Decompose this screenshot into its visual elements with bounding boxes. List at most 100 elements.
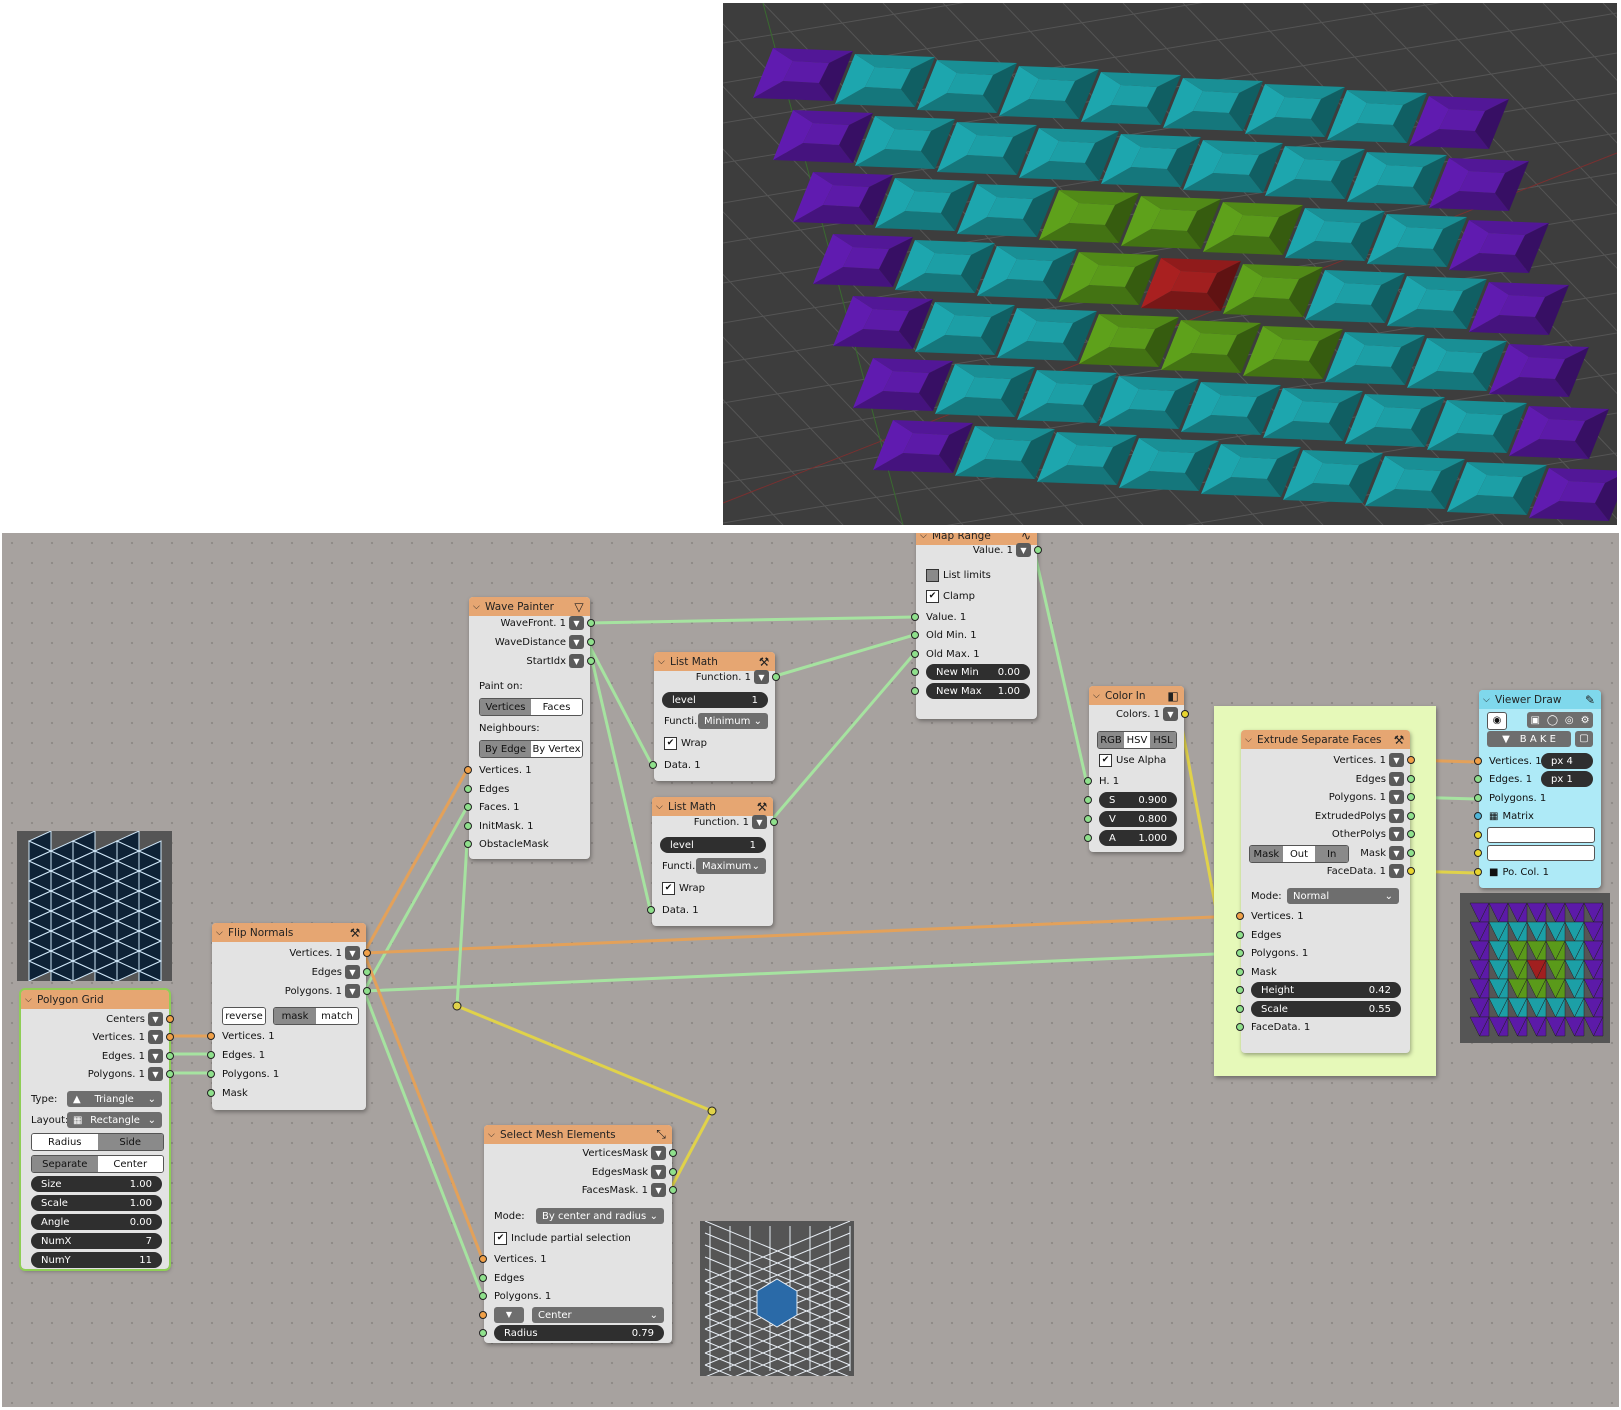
socket-vertices[interactable] <box>166 1033 174 1041</box>
function-select[interactable]: Maximum⌄ <box>696 858 766 874</box>
gear-icon[interactable]: ⚙ <box>1580 714 1590 726</box>
socket-vertices-in[interactable] <box>1236 912 1244 920</box>
dropdown-icon[interactable]: ▼ <box>1163 707 1178 721</box>
socket-function-out[interactable] <box>770 818 778 826</box>
dropdown-icon[interactable]: ▼ <box>1389 809 1404 823</box>
socket-polygons-in[interactable] <box>1474 794 1482 802</box>
radius-side-toggle[interactable]: Radius Side <box>31 1133 164 1151</box>
socket-polygons-in[interactable] <box>1236 949 1244 957</box>
select-mesh-elements-node[interactable]: ⌵Select Mesh Elements⤡ VerticesMask▼ Edg… <box>479 1125 677 1343</box>
by-edge-option[interactable]: By Edge <box>480 741 531 757</box>
wrap-checkbox[interactable]: ✔ <box>664 736 677 750</box>
socket-edge-color-in[interactable] <box>1474 849 1482 857</box>
mode-select[interactable]: By center and radius⌄ <box>536 1208 664 1224</box>
socket-scale-in[interactable] <box>1236 1005 1244 1013</box>
socket-polygons-out[interactable] <box>1407 793 1415 801</box>
center-option[interactable]: Center <box>97 1156 163 1172</box>
dropdown-icon[interactable]: ▼ <box>1389 846 1404 860</box>
socket-matrix-in[interactable] <box>1474 812 1482 820</box>
socket-edges-in[interactable] <box>464 785 472 793</box>
socket-wavefront[interactable] <box>587 619 595 627</box>
socket-polygons-in[interactable] <box>207 1070 215 1078</box>
socket-mask-in[interactable] <box>207 1089 215 1097</box>
curve-icon[interactable]: ∿ <box>1020 533 1032 543</box>
socket-value-out[interactable] <box>1034 546 1042 554</box>
socket-edges-in[interactable] <box>1474 775 1482 783</box>
radius-option[interactable]: Radius <box>32 1134 98 1150</box>
socket-edges-out[interactable] <box>1407 775 1415 783</box>
select-icon[interactable]: ⤡ <box>656 1127 666 1141</box>
frame-icon[interactable]: ▢ <box>1575 731 1593 747</box>
socket-facedata-out[interactable] <box>1407 867 1415 875</box>
dropdown-icon[interactable]: ▼ <box>569 616 584 630</box>
socket-old-max-in[interactable] <box>911 650 919 658</box>
mode-select[interactable]: Normal⌄ <box>1287 888 1399 904</box>
flip-normals-node[interactable]: ⌵Flip Normals⚒ Vertices. 1▼ Edges▼ Polyg… <box>207 923 371 1110</box>
dropdown-icon[interactable]: ▼ <box>1389 790 1404 804</box>
socket-other-out[interactable] <box>1407 830 1415 838</box>
wrench-icon[interactable]: ⚒ <box>349 925 361 940</box>
dropdown-icon[interactable]: ▼ <box>1389 864 1404 878</box>
dropdown-icon[interactable]: ▼ <box>752 815 767 829</box>
dropdown-icon[interactable]: ▼ <box>1016 543 1031 557</box>
socket-s-in[interactable] <box>1084 796 1092 804</box>
node-header[interactable]: ⌵Color In◧ <box>1089 686 1184 705</box>
map-range-node[interactable]: ⌵Map Range∿ Value. 1▼ List limits ✔Clamp… <box>911 533 1042 719</box>
node-header[interactable]: ⌵Flip Normals⚒ <box>212 923 366 942</box>
in-option[interactable]: In <box>1315 846 1348 862</box>
socket-polygons-out[interactable] <box>363 987 371 995</box>
dropdown-icon[interactable]: ▼ <box>569 654 584 668</box>
color-mode-toggle[interactable]: RGB HSV HSL <box>1097 731 1177 749</box>
collapse-chevron-icon[interactable]: ⌵ <box>658 656 665 667</box>
vertex-color-field[interactable] <box>1487 827 1595 843</box>
socket-vertices-out[interactable] <box>363 949 371 957</box>
socket-colors-out[interactable] <box>1181 710 1189 718</box>
socket-facedata-in[interactable] <box>1236 1023 1244 1031</box>
socket-new-min-in[interactable] <box>911 668 919 676</box>
vertex-size-slider[interactable]: px 4 <box>1541 753 1593 769</box>
sphere-icon[interactable]: ◯ <box>1546 714 1559 726</box>
dropdown-icon[interactable]: ▼ <box>345 984 360 998</box>
dropdown-icon[interactable]: ▼ <box>148 1067 163 1081</box>
socket-polygons[interactable] <box>166 1070 174 1078</box>
dropdown-icon[interactable]: ▼ <box>1389 753 1404 767</box>
cube-icon[interactable]: ▣ <box>1530 714 1540 726</box>
node-header[interactable]: ⌵Extrude Separate Faces⚒ <box>1241 730 1410 749</box>
wave-painter-node[interactable]: ⌵Wave Painter▽ WaveFront. 1▼ WaveDistanc… <box>464 597 595 859</box>
socket-vertices-in[interactable] <box>464 766 472 774</box>
ring-icon[interactable]: ◎ <box>1564 714 1574 726</box>
dropdown-icon[interactable]: ▼ <box>1389 827 1404 841</box>
socket-extruded-out[interactable] <box>1407 812 1415 820</box>
wrench-icon[interactable]: ⚒ <box>1393 732 1405 747</box>
node-header[interactable]: ⌵Map Range∿ <box>916 533 1037 545</box>
socket-value-in[interactable] <box>911 613 919 621</box>
socket-faces-in[interactable] <box>464 803 472 811</box>
wrench-icon[interactable]: ⚒ <box>756 799 768 814</box>
layout-select[interactable]: ▦Rectangle⌄ <box>67 1112 162 1128</box>
edge-color-field[interactable] <box>1487 845 1595 861</box>
center-select[interactable]: Center⌄ <box>532 1307 664 1323</box>
collapse-chevron-icon[interactable]: ⌵ <box>25 994 32 1005</box>
collapse-chevron-icon[interactable]: ⌵ <box>656 801 663 812</box>
dropdown-icon[interactable]: ▼ <box>1389 772 1404 786</box>
mask-option[interactable]: Mask <box>1250 846 1283 862</box>
separate-option[interactable]: Separate <box>32 1156 98 1172</box>
socket-edges[interactable] <box>166 1052 174 1060</box>
collapse-chevron-icon[interactable]: ⌵ <box>920 533 927 541</box>
collapse-chevron-icon[interactable]: ⌵ <box>473 601 480 612</box>
socket-mask-in[interactable] <box>1236 968 1244 976</box>
socket-vertices-mask-out[interactable] <box>669 1149 677 1157</box>
socket-vertices-in[interactable] <box>1474 757 1482 765</box>
socket-function-out[interactable] <box>772 673 780 681</box>
collapse-chevron-icon[interactable]: ⌵ <box>216 927 223 938</box>
dropdown-icon[interactable]: ▼ <box>569 635 584 649</box>
socket-initmask-in[interactable] <box>464 822 472 830</box>
